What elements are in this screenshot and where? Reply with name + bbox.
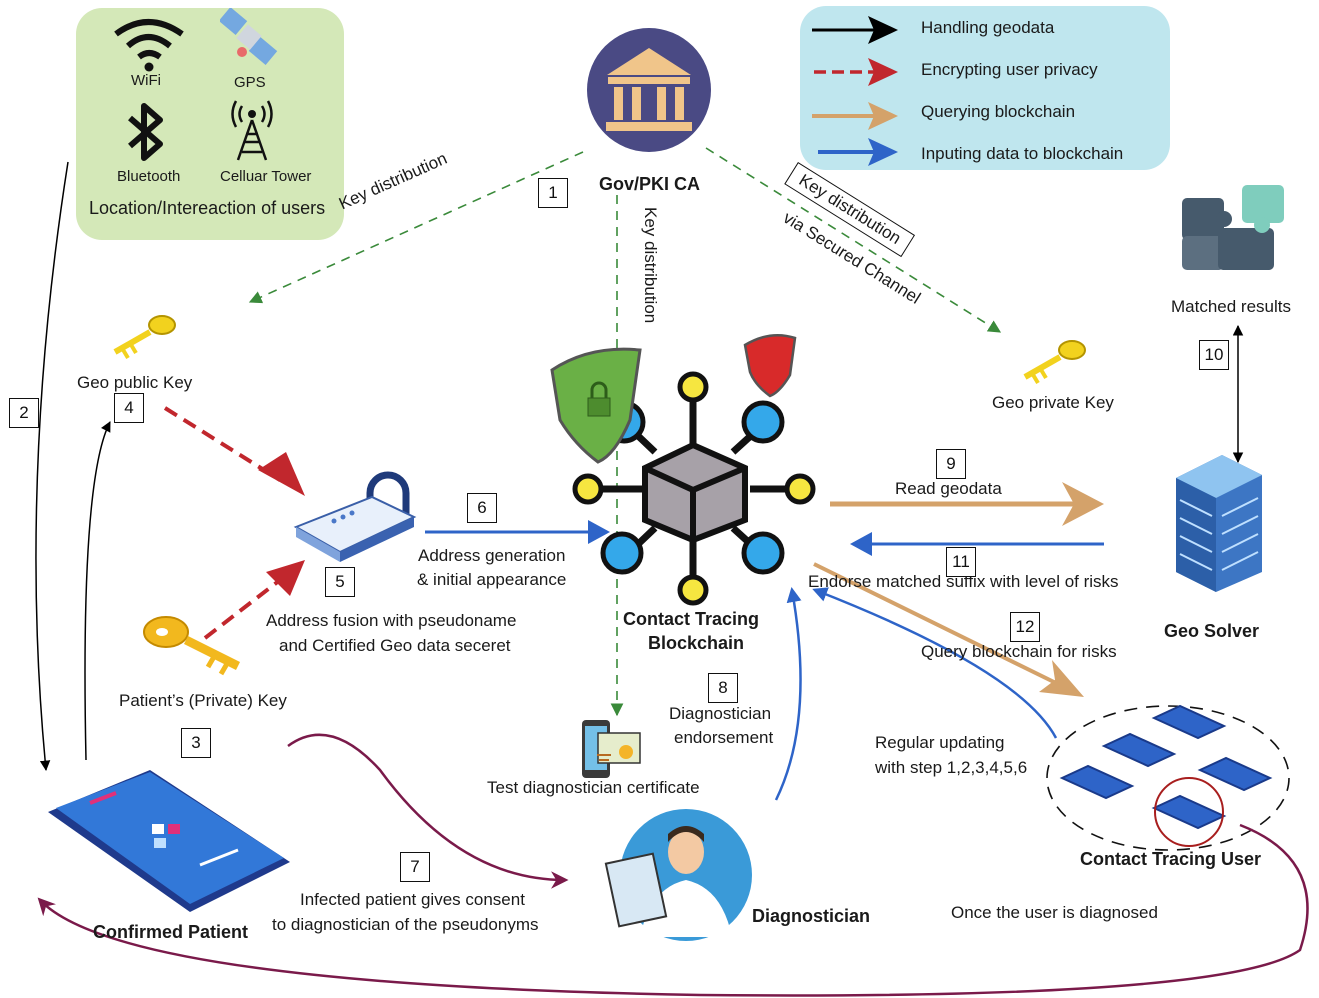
step-9: 9 [936,449,966,479]
matched-results-label: Matched results [1171,297,1291,316]
step-1: 1 [538,178,568,208]
patient-key-label: Patient’s (Private) Key [119,691,287,710]
step-6: 6 [467,493,497,523]
green-shield-icon [550,347,642,464]
consent-label-2: to diagnostician of the pseudonyms [272,915,539,934]
confirmed-patient-label: Confirmed Patient [93,922,249,942]
location-panel-caption: Location/Intereaction of users [89,198,326,218]
step-11: 11 [946,547,976,577]
diag-endorse-label-1: Diagnostician [669,704,772,723]
blockchain-label-line1: Contact Tracing [623,609,760,629]
wifi-label: WiFi [131,72,161,89]
handling-geodata-arrows [35,161,1244,772]
regular-updating-label-1: Regular updating [875,733,1005,752]
address-fusion-label-2: and Certified Geo data seceret [279,636,511,655]
patient-private-key-icon [143,616,241,676]
gov-ca-label: Gov/PKI CA [599,174,701,194]
key-distribution-mid-label: Key distribution [641,207,660,324]
legend-handling: Handling geodata [921,18,1055,37]
address-gen-label-1: Address generation [418,546,566,565]
bluetooth-label: Bluetooth [117,168,181,185]
encrypting-arrows [163,406,305,640]
geo-solver-server-icon [1176,455,1262,592]
location-panel [76,8,344,240]
test-certificate-label: Test diagnostician certificate [487,778,700,797]
satellite-icon [220,8,278,65]
bluetooth-icon [128,103,163,161]
once-diagnosed-label: Once the user is diagnosed [951,903,1158,922]
wifi-icon [114,19,184,72]
cell-tower-icon [231,100,273,161]
geo-public-key-label: Geo public Key [77,373,193,392]
address-gen-label-2: & initial appearance [417,570,567,589]
blockchain-nodes [572,371,816,606]
step-12: 12 [1010,612,1040,642]
geo-private-key-label: Geo private Key [992,393,1114,412]
inputing-arrows [425,520,1104,801]
consent-arrows [37,733,1309,997]
step-7: 7 [400,852,430,882]
endorse-label: Endorse matched suffix with level of ris… [808,572,1119,591]
gps-label: GPS [234,74,266,91]
gov-ca-icon [587,28,711,152]
step-5: 5 [325,567,355,597]
key-distribution-edges [248,147,1002,717]
legend-encrypting: Encrypting user privacy [921,60,1098,79]
address-fusion-label-1: Address fusion with pseudoname [266,611,517,630]
diag-endorse-label-2: endorsement [674,728,774,747]
query-risks-label: Query blockchain for risks [921,642,1117,661]
diagnosed-user-highlight [1154,777,1224,847]
blockchain-cube-icon [642,441,748,544]
legend-lines [812,16,898,166]
step-2: 2 [9,398,39,428]
step-8: 8 [708,673,738,703]
legend-inputing: Inputing data to blockchain [921,144,1124,163]
regular-updating-label-2: with step 1,2,3,4,5,6 [875,758,1028,777]
step-3: 3 [181,728,211,758]
diagnostician-label: Diagnostician [752,906,871,926]
blockchain-label-line2: Blockchain [648,633,745,653]
querying-arrows [813,482,1104,697]
cell-tower-label: Celluar Tower [220,168,312,185]
read-geodata-label: Read geodata [895,479,1002,498]
puzzle-icon [1182,185,1284,270]
diagnostician-icon [604,809,752,941]
lock-device-icon [293,471,417,562]
consent-label-1: Infected patient gives consent [300,890,525,909]
user-phones-icon [1059,704,1273,830]
certificate-icon [582,720,641,778]
geo-public-key-icon [113,315,176,360]
step-10: 10 [1199,340,1229,370]
phone-icon [48,770,290,912]
contact-tracing-user-label: Contact Tracing User [1080,849,1262,869]
geo-solver-label: Geo Solver [1164,621,1260,641]
step-4: 4 [114,393,144,423]
legend-querying: Querying blockchain [921,102,1076,121]
red-shield-icon [743,333,797,398]
user-cluster-outline [1046,705,1290,851]
geo-private-key-icon [1023,340,1086,385]
